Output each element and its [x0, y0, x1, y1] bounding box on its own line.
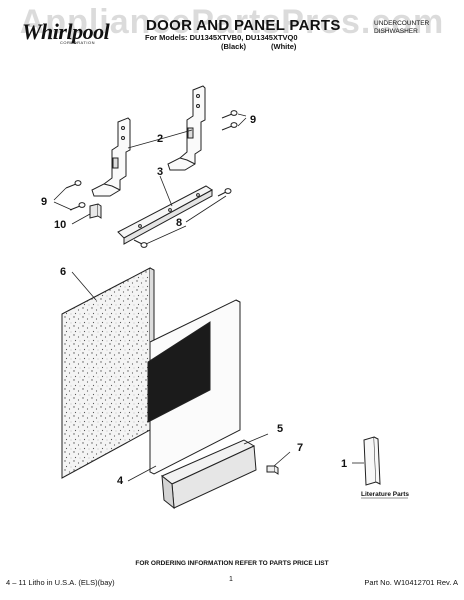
outer-door — [147, 299, 241, 475]
product-line-2: DISHWASHER — [374, 28, 418, 35]
callout-7: 7 — [297, 442, 303, 454]
mounting-rail — [117, 185, 213, 245]
callout-6: 6 — [60, 266, 66, 278]
screw-8-a — [217, 188, 232, 197]
model-black-label: (Black) — [221, 42, 247, 51]
litho-note: 4 – 11 Litho in U.S.A. (ELS)(bay) — [6, 578, 115, 587]
page-number: 1 — [229, 576, 233, 583]
page-title: DOOR AND PANEL PARTS — [146, 17, 341, 34]
screw-9-left-a — [65, 180, 82, 189]
door-panel-insert — [61, 267, 155, 479]
product-line-1: UNDERCOUNTER — [374, 20, 430, 27]
door-trim-handle — [161, 439, 257, 510]
clip-7 — [266, 465, 279, 475]
hinge-bracket-right — [167, 85, 206, 171]
screw-9-left-b — [69, 202, 86, 211]
callout-8: 8 — [176, 217, 182, 229]
callout-3: 3 — [157, 166, 163, 178]
spacer-10 — [89, 203, 102, 219]
callout-10: 10 — [54, 219, 66, 231]
callout-5: 5 — [277, 423, 283, 435]
callout-2: 2 — [157, 133, 163, 145]
model-white-label: (White) — [271, 42, 297, 51]
callout-9-left: 9 — [41, 196, 47, 208]
callout-9-upper: 9 — [250, 114, 256, 126]
models-line: For Models: DU1345XTVB0, DU1345XTVQ0 — [145, 33, 298, 42]
literature-booklet — [363, 436, 381, 486]
screw-9-upper-a — [221, 110, 238, 119]
part-number: Part No. W10412701 Rev. A — [364, 578, 458, 587]
screw-8-b — [133, 239, 148, 248]
product-type: UNDERCOUNTER DISHWASHER — [374, 20, 429, 36]
watermark-text: AppliancePartsPros.com — [19, 3, 445, 41]
literature-parts-label: Literature Parts — [361, 491, 409, 498]
brand-logo: Whirlpool — [22, 19, 110, 44]
ordering-note: FOR ORDERING INFORMATION REFER TO PARTS … — [135, 560, 329, 567]
screw-9-upper-b — [221, 122, 238, 131]
leader-lines — [53, 113, 364, 482]
hinge-bracket-left — [91, 117, 131, 197]
brand-logo-sub: CORPORATION — [60, 40, 95, 45]
callout-4: 4 — [117, 475, 124, 487]
callout-1: 1 — [341, 458, 347, 470]
